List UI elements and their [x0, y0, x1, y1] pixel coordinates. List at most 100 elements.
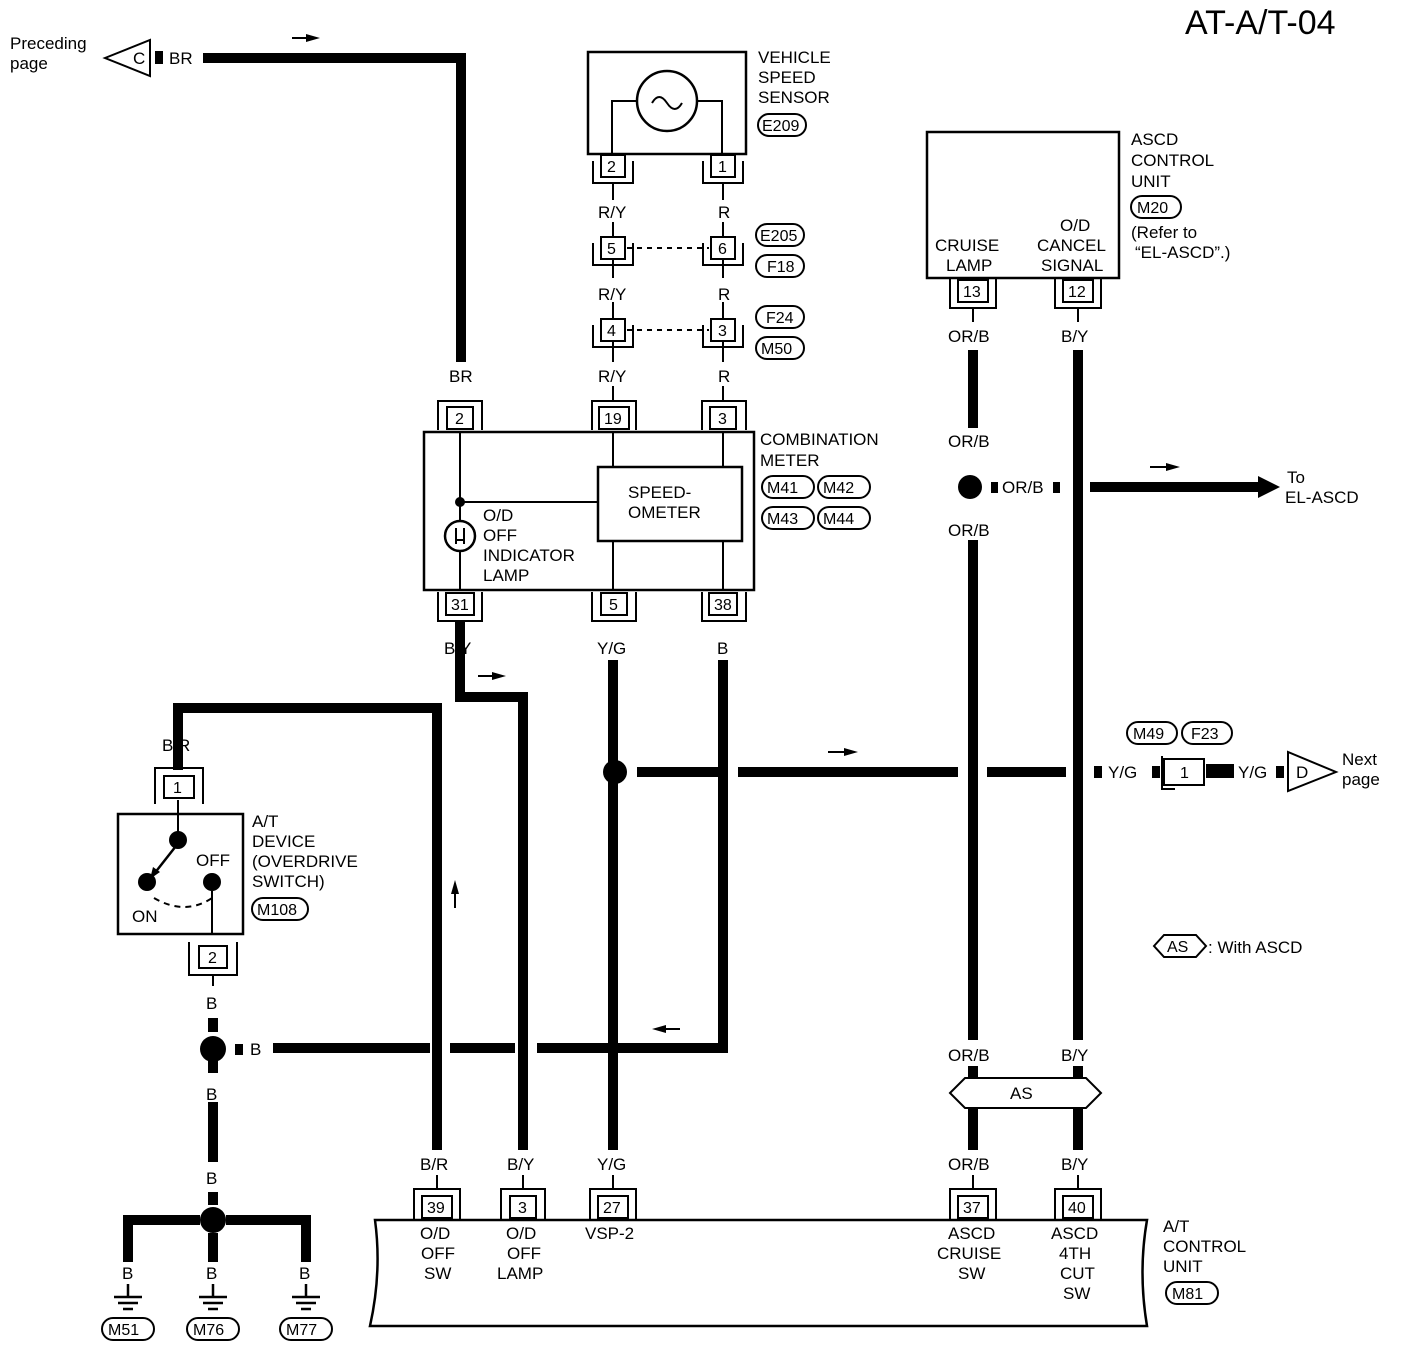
- wire-label-or-b-4: OR/B: [948, 1046, 990, 1065]
- tcu-ascd-4th-cut-sw-label-3: CUT: [1060, 1264, 1095, 1283]
- connector-code-m44[interactable]: [817, 506, 871, 530]
- connector-code-f23-text: F23: [1191, 726, 1219, 743]
- connector-code-m42[interactable]: [817, 475, 871, 499]
- switch-on-contact: [138, 873, 156, 891]
- wire-label-b-g3: B: [299, 1264, 310, 1283]
- switch-off-contact: [203, 873, 221, 891]
- refer-to-label-1: (Refer to: [1131, 223, 1197, 242]
- wire-label-b-y-4: B/Y: [1061, 1046, 1088, 1065]
- legend-as-code: AS: [1167, 939, 1188, 956]
- wire-label-b-g2: B: [206, 1264, 217, 1283]
- flow-arrow-icon: [451, 880, 459, 894]
- connector-code-m81[interactable]: [1165, 1281, 1219, 1305]
- switch-lever[interactable]: [153, 845, 177, 875]
- pin-box: [163, 775, 195, 799]
- connector-code-m50[interactable]: [755, 336, 805, 360]
- wire-label-b-r-switch: B/R: [162, 736, 190, 755]
- splice-dot: [455, 497, 465, 507]
- connector-code-m108[interactable]: [251, 897, 309, 921]
- connector-code-m20[interactable]: [1130, 195, 1182, 219]
- pin-number: 12: [1068, 284, 1086, 301]
- next-page-arrow-icon[interactable]: [1287, 750, 1339, 793]
- pin-number: 27: [603, 1200, 621, 1217]
- tcu-od-off-lamp-label-1: O/D: [506, 1224, 536, 1243]
- next-page-label-2: page: [1342, 770, 1380, 789]
- as-band: [948, 1077, 1103, 1109]
- connector-code-m77[interactable]: [279, 1317, 333, 1341]
- to-el-ascd-arrow-icon[interactable]: [1258, 476, 1280, 498]
- connector-code-f23[interactable]: [1181, 721, 1233, 745]
- ground-symbol: [292, 1284, 320, 1311]
- connector-code-e209[interactable]: [757, 113, 807, 137]
- connector-code-m49[interactable]: [1126, 721, 1178, 745]
- switch-pivot-dot: [169, 831, 187, 849]
- tcu-ascd-cruise-sw-label-2: CRUISE: [937, 1244, 1001, 1263]
- to-el-label-1: To: [1287, 468, 1305, 487]
- wire-label-br-top: BR: [169, 49, 193, 68]
- tcu-od-off-sw-label-3: SW: [424, 1264, 451, 1283]
- connector-pin-1-joint: 1: [1161, 756, 1205, 790]
- pin-number: 5: [609, 597, 618, 614]
- preceding-page-letter: C: [133, 49, 145, 68]
- sensor-internal-wiring: [611, 100, 723, 154]
- preceding-page-arrow-icon[interactable]: [102, 38, 151, 78]
- refer-to-label-2: “EL-ASCD”.): [1135, 243, 1230, 262]
- pin-box: [600, 592, 628, 616]
- wire-label-b-g1: B: [122, 1264, 133, 1283]
- connector-pin-2-meter: 2: [437, 400, 483, 430]
- wire-label-b-meter: B: [717, 639, 728, 658]
- pin-box: [1062, 279, 1094, 303]
- connector-code-e205[interactable]: [755, 223, 805, 247]
- splice-dot: [958, 475, 982, 499]
- connector-pin-27-tcu: 27: [589, 1188, 637, 1219]
- pin-bracket: [702, 325, 744, 348]
- tcu-ascd-4th-cut-sw-label-1: ASCD: [1051, 1224, 1098, 1243]
- connector-code-m51[interactable]: [101, 1317, 155, 1341]
- connector-pin-2-switch: 2: [188, 942, 238, 976]
- wire-label-b-2: B: [250, 1040, 261, 1059]
- connector-pin-6: 6: [702, 236, 744, 266]
- connector-code-m49-text: M49: [1133, 726, 1164, 743]
- splice-dot: [200, 1036, 226, 1062]
- pin-box: [600, 154, 626, 178]
- connector-code-f18[interactable]: [755, 254, 805, 278]
- wire-label-b-y-tcu-2: B/Y: [1061, 1155, 1088, 1174]
- vss-label-1: VEHICLE: [758, 48, 831, 67]
- pin-box: [198, 945, 228, 969]
- wire-dash: [155, 51, 163, 64]
- pin-bracket: [589, 1188, 637, 1219]
- vss-label-2: SPEED: [758, 68, 816, 87]
- pin-box: [445, 592, 475, 616]
- tcu-od-off-sw-label-1: O/D: [420, 1224, 450, 1243]
- flow-arrow-icon: [844, 748, 858, 756]
- switch-dashed-arc: [153, 897, 213, 908]
- connector-code-m76[interactable]: [186, 1317, 240, 1341]
- pin-box: [1062, 1195, 1094, 1219]
- pin-bracket: [1054, 1188, 1102, 1219]
- connector-code-f24[interactable]: [755, 305, 805, 329]
- tcu-label-1: A/T: [1163, 1217, 1189, 1236]
- wire-dash: [1053, 482, 1060, 493]
- connector-code-m108-text: M108: [257, 902, 297, 919]
- pin-number: 4: [607, 323, 616, 340]
- ascd-unit-label-3: UNIT: [1131, 172, 1171, 191]
- wire-label-r-y-1: R/Y: [598, 203, 626, 222]
- connector-code-m41[interactable]: [761, 475, 815, 499]
- connector-pin-12-ascd: 12: [1054, 279, 1102, 309]
- pin-bracket: [701, 592, 747, 622]
- lamp-label-1: O/D: [483, 506, 513, 525]
- pin-number: 2: [607, 159, 616, 176]
- pin-box: [708, 592, 738, 616]
- vss-label-3: SENSOR: [758, 88, 830, 107]
- pin-bracket: [591, 400, 637, 430]
- connector-code-m43[interactable]: [761, 506, 815, 530]
- pin-box: [421, 1195, 453, 1219]
- tcu-vsp2-label: VSP-2: [585, 1224, 634, 1243]
- pin-bracket: [1161, 756, 1175, 790]
- connector-code-m50-text: M50: [761, 341, 792, 358]
- pin-number: 6: [718, 241, 727, 258]
- wire-dash: [1152, 766, 1160, 778]
- tcu-od-off-sw-label-2: OFF: [421, 1244, 455, 1263]
